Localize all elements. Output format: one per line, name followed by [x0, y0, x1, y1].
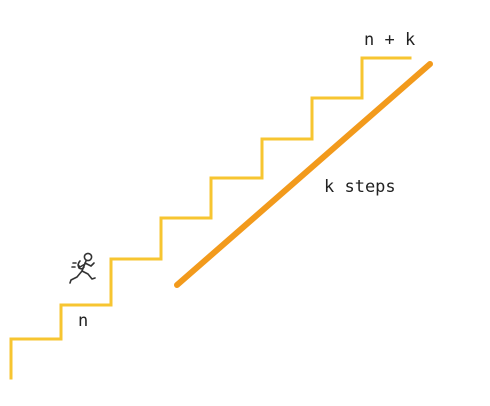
running-person-icon: [69, 252, 96, 284]
k-steps-span-line: [174, 61, 433, 288]
staircase: [9, 56, 412, 380]
start-step-label: n: [78, 311, 88, 331]
k-steps-label: k steps: [324, 177, 396, 197]
end-step-label: n + k: [364, 30, 415, 50]
